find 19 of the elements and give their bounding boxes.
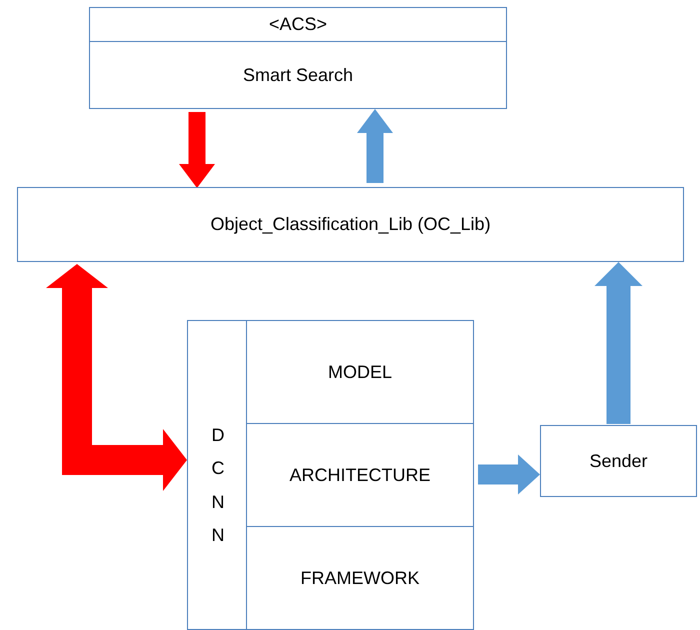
block-arrow (594, 262, 642, 424)
library-box (17, 187, 684, 262)
box-label: ARCHITECTURE (289, 464, 430, 486)
box-label: Object_Classification_Lib (OC_Lib) (210, 214, 491, 235)
component-box (89, 7, 507, 109)
layer-box (246, 526, 473, 629)
block-arrow (357, 109, 393, 183)
box-label: Smart Search (242, 64, 354, 87)
block-arrow (478, 454, 540, 494)
header-label: <ACS> (90, 8, 506, 42)
box-label: FRAMEWORK (300, 568, 420, 588)
sender-box (540, 425, 697, 497)
box-label: MODEL (328, 362, 392, 382)
box-label: Sender (589, 450, 648, 472)
block-arrow (46, 264, 187, 491)
vertical-label: DCNN (210, 424, 226, 547)
block-arrow (179, 112, 215, 188)
network-box (187, 320, 474, 630)
layer-box (246, 423, 473, 526)
